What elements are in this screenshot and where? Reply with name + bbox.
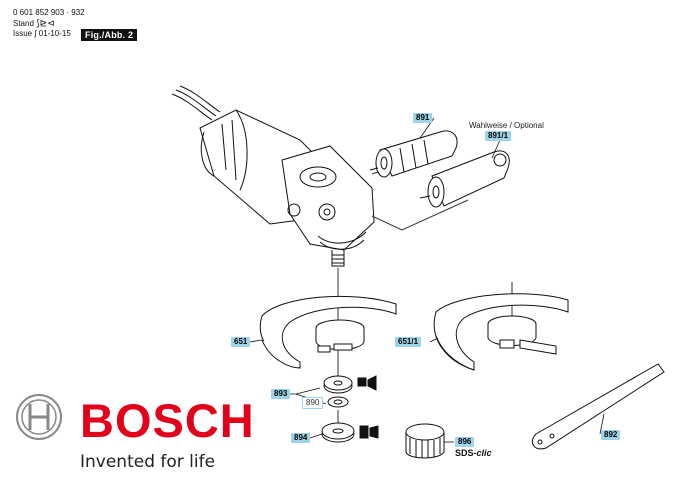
issue-date: 01-10-15: [38, 29, 71, 38]
part-label-891-1: 891/1: [485, 131, 512, 141]
issue-label: Issue: [13, 29, 33, 38]
clamp-nut-894: [321, 422, 355, 443]
sds-clic-nut-896: [405, 423, 445, 459]
bracket-icon: ∫: [34, 29, 37, 38]
angle-grinder-body: [199, 109, 375, 267]
two-pin-spanner-892: [531, 363, 665, 450]
brand-slogan: Invented for life: [80, 452, 216, 472]
guard-651-1: [433, 293, 569, 371]
optional-note: Wahlweise / Optional: [469, 121, 544, 130]
part-label-651: 651: [231, 337, 251, 347]
side-handle-891: [369, 130, 458, 178]
flange-detail-icons: [357, 375, 379, 439]
doc-header: 0 601 852 903 · 932 Stand ⟆⊵⊲ Issue ∫ 01…: [13, 8, 85, 39]
guard-651: [259, 295, 397, 369]
doc-number: 0 601 852 903 · 932: [13, 8, 85, 17]
part-label-651-1: 651/1: [395, 337, 422, 347]
part-label-891: 891: [413, 113, 433, 123]
sds-clic-label: SDS-clic: [455, 448, 492, 458]
power-cable: [171, 85, 221, 121]
stand-label: Stand: [13, 19, 34, 28]
revision-symbol-icon: ⟆⊵⊲: [36, 18, 55, 28]
side-handle-891-1: [419, 150, 510, 208]
bosch-logo-icon: [16, 394, 62, 440]
flange-893: [323, 375, 353, 408]
part-label-890: 890: [302, 397, 324, 409]
part-label-894: 894: [291, 433, 311, 443]
part-label-896: 896: [455, 437, 475, 447]
part-label-892: 892: [601, 430, 621, 440]
figure-label: Fig./Abb. 2: [81, 29, 138, 41]
brand-name: BOSCH: [80, 394, 255, 447]
part-label-893: 893: [271, 389, 291, 399]
